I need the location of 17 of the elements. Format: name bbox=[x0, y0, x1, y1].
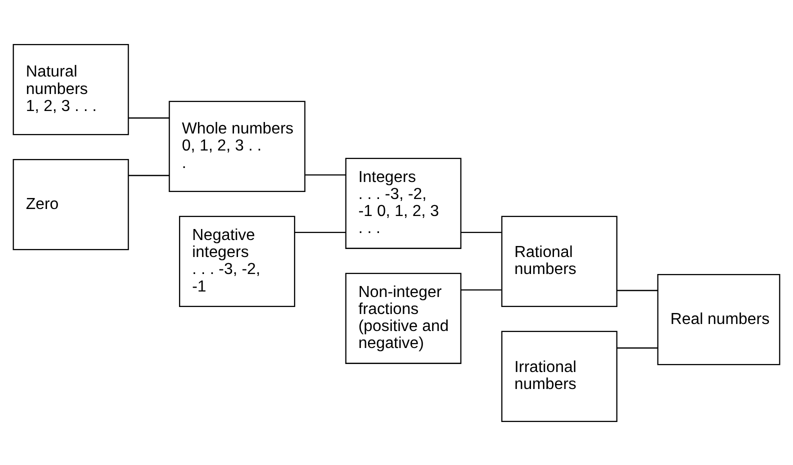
node-box: Whole numbers 0, 1, 2, 3 . . . bbox=[168, 100, 306, 192]
node-box: Natural numbers 1, 2, 3 . . . bbox=[12, 43, 129, 135]
node-box: Integers . . . -3, -2, -1 0, 1, 2, 3 . . . bbox=[345, 157, 462, 248]
node-box: Zero bbox=[12, 158, 129, 250]
connector bbox=[460, 231, 502, 232]
connector bbox=[128, 116, 170, 118]
node-box: Rational numbers bbox=[501, 215, 618, 306]
connector bbox=[294, 231, 346, 232]
node-box: Irrational numbers bbox=[501, 330, 618, 422]
connector bbox=[305, 174, 346, 175]
node-box: Non-integer fractions (positive and negative) bbox=[345, 272, 462, 364]
connector bbox=[460, 288, 502, 290]
node-box: Negative integers . . . -3, -2, -1 bbox=[179, 215, 296, 306]
connector bbox=[616, 289, 658, 291]
connector bbox=[128, 174, 170, 176]
node-box: Real numbers bbox=[657, 274, 780, 365]
connector bbox=[616, 346, 658, 348]
